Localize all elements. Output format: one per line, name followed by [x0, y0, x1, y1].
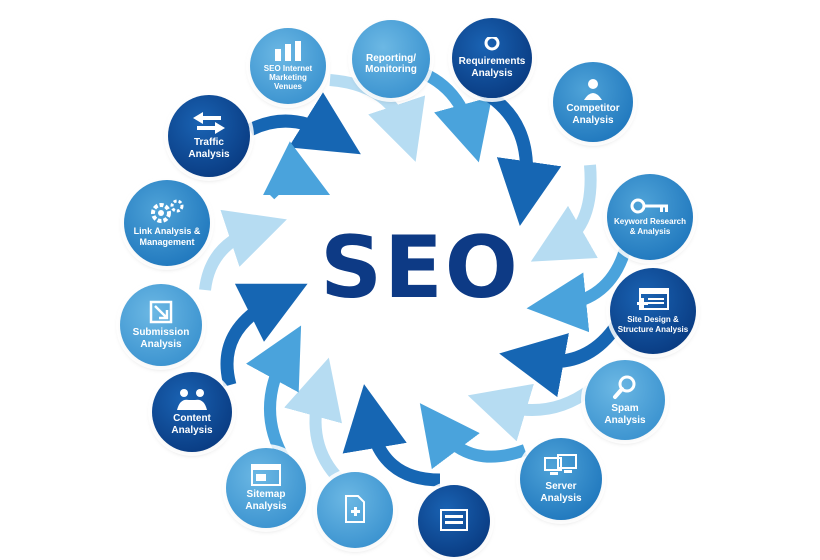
arrow	[476, 84, 562, 227]
node-label: Server Analysis	[540, 481, 582, 504]
node-submission-analysis: Submission Analysis	[120, 284, 202, 366]
computers-icon	[544, 454, 577, 475]
node-label: Keyword Research & Analysis	[613, 217, 687, 236]
node-label: Competitor Analysis	[566, 103, 620, 126]
node-form	[418, 485, 490, 557]
arrow	[246, 325, 302, 464]
checkbox-icon	[149, 300, 173, 324]
node-reporting-monitoring: Reporting/ Monitoring	[352, 20, 430, 98]
arrow	[247, 92, 361, 155]
arrow	[467, 383, 594, 442]
arrow	[220, 283, 308, 387]
document-plus-icon	[345, 494, 365, 523]
person-icon	[584, 79, 602, 100]
handshake-icon	[177, 389, 207, 410]
two-way-arrows-icon	[193, 112, 225, 134]
node-label: Traffic Analysis	[188, 137, 230, 160]
node-label: Submission Analysis	[132, 327, 190, 350]
diagram-title: SEO	[320, 218, 520, 318]
node-label: Content Analysis	[171, 413, 213, 436]
magnifying-glass-icon	[613, 375, 636, 399]
web-page-icon	[637, 288, 669, 311]
magnifier-icon	[484, 37, 500, 51]
node-label: Requirements Analysis	[458, 56, 526, 79]
node-link-analysis-management: Link Analysis & Management	[124, 180, 210, 266]
node-seo-internet-marketing-venues: SEO Internet Marketing Venues	[250, 28, 326, 104]
node-label: Sitemap Analysis	[245, 489, 287, 512]
node-requirements-analysis: Requirements Analysis	[452, 18, 532, 98]
node-traffic-analysis: Traffic Analysis	[168, 95, 250, 177]
node-spam-analysis: Spam Analysis	[585, 360, 665, 440]
node-label: Reporting/ Monitoring	[365, 52, 417, 76]
arrow	[419, 403, 528, 470]
arrow	[199, 209, 287, 291]
node-label: SEO Internet Marketing Venues	[263, 63, 313, 92]
node-sitemap-analysis: Sitemap Analysis	[226, 448, 306, 528]
node-document	[317, 472, 393, 548]
node-keyword-research-analysis: Keyword Research & Analysis	[607, 174, 693, 260]
node-site-design-structure-analysis: Site Design & Structure Analysis	[610, 268, 696, 354]
form-icon	[440, 508, 468, 531]
arrow	[262, 141, 331, 200]
node-content-analysis: Content Analysis	[152, 372, 232, 452]
node-label: Site Design & Structure Analysis	[617, 315, 689, 334]
arrow	[284, 357, 345, 485]
bar-chart-icon	[275, 40, 301, 61]
arrow	[530, 164, 598, 262]
arrow	[526, 248, 631, 333]
node-competitor-analysis: Competitor Analysis	[553, 62, 633, 142]
node-label: Spam Analysis	[604, 403, 646, 426]
browser-window-icon	[251, 464, 281, 486]
node-label: Link Analysis & Management	[133, 226, 201, 247]
node-server-analysis: Server Analysis	[520, 438, 602, 520]
arrow	[342, 384, 441, 487]
key-icon	[630, 198, 668, 214]
gears-icon	[151, 199, 184, 224]
arrow	[499, 316, 626, 398]
